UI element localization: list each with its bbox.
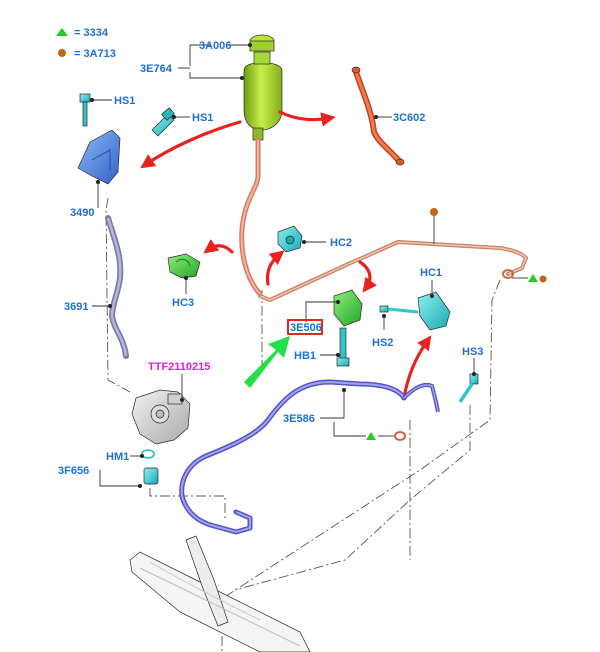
callout-hc2: HC2: [330, 237, 352, 249]
red-arrow-to-hc3: [203, 239, 234, 254]
callout-hc1: HC1: [420, 267, 442, 279]
callout-3e764-group: 3A006 3E764: [140, 40, 252, 80]
bolt-hs1-a: HS1: [79, 93, 135, 127]
legend-dot-icon: [58, 49, 66, 57]
callout-hm1: HM1: [106, 451, 129, 463]
callout-hs1-b: HS1: [192, 112, 213, 124]
callout-hb1: HB1: [294, 350, 316, 362]
callout-hs2: HS2: [372, 337, 393, 349]
steering-gear: [129, 535, 311, 652]
highlight-box-3e506: [287, 319, 323, 335]
hose-3691: 3691: [64, 215, 129, 359]
reservoir-neck: [253, 51, 271, 65]
bolt-hs3: HS3: [458, 346, 483, 403]
o-ring-hm1: HM1: [106, 449, 155, 463]
callout-hs1-a: HS1: [114, 95, 135, 107]
bolt-hs2: HS2: [372, 305, 419, 349]
bracket-3e506: 3E506: [287, 289, 363, 335]
callout-3a006: 3A006: [199, 40, 231, 52]
red-arrow-to-hc1: [402, 335, 432, 400]
bolt-hs1-b: HS1: [151, 107, 213, 137]
pump-ttf2110215: TTF2110215: [131, 361, 210, 445]
copper-return-pipe: [258, 208, 547, 302]
legend-label-3334: = 3334: [74, 27, 109, 39]
clip-hc3: HC3: [167, 253, 201, 309]
reservoir-assembly: [243, 34, 283, 141]
callout-3f656: 3F656: [58, 465, 89, 477]
bracket-3490: 3490: [70, 129, 121, 219]
pressure-hose-3e586: 3E586: [179, 379, 440, 535]
callout-3e586: 3E586: [283, 413, 315, 425]
callout-3e506: 3E506: [290, 322, 322, 334]
callout-hs3: HS3: [462, 346, 483, 358]
callout-hc3: HC3: [172, 297, 194, 309]
legend: = 3334 = 3A713: [56, 27, 116, 60]
legend-triangle-icon: [56, 28, 68, 36]
callout-ttf2110215: TTF2110215: [148, 361, 210, 373]
callout-3c602: 3C602: [393, 112, 425, 124]
bolt-hb1: HB1: [294, 327, 350, 367]
red-arrow-to-3c602: [278, 110, 336, 127]
legend-label-3a713: = 3A713: [74, 48, 116, 60]
hose-3c602: 3C602: [351, 66, 425, 166]
fitting-3f656: 3F656: [58, 465, 159, 488]
callout-3490: 3490: [70, 207, 94, 219]
callout-3e764: 3E764: [140, 63, 173, 75]
reservoir-cap-body: [249, 40, 275, 52]
clip-hc2: HC2: [277, 225, 352, 253]
callout-3691: 3691: [64, 301, 88, 313]
red-arrow-to-bracket: [140, 120, 242, 169]
red-arrow-to-3e506: [358, 260, 377, 293]
clip-hc1: HC1: [417, 267, 451, 331]
red-arrow-to-hc2: [265, 250, 285, 286]
green-highlight-arrow-icon: [244, 336, 290, 388]
reservoir-body: [243, 62, 283, 131]
